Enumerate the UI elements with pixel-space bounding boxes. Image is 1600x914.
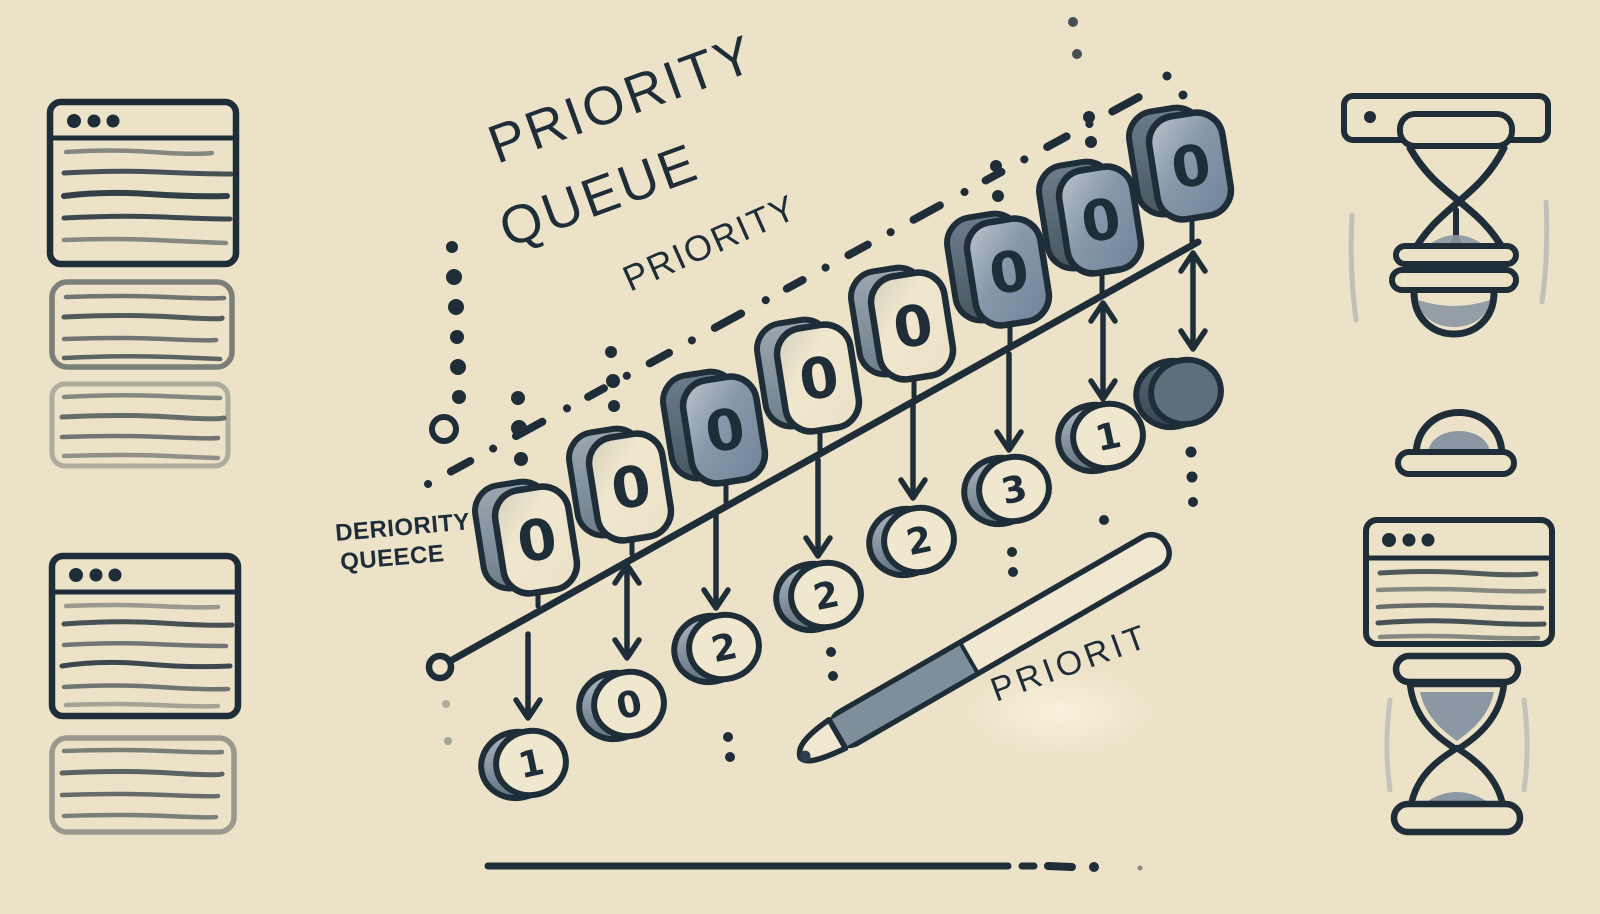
queue-side-label-line1: DERIORITY — [334, 508, 471, 547]
hourglass-bottom-cap — [1390, 800, 1524, 836]
window-text-lines — [59, 602, 235, 709]
dequeue-arrows — [513, 250, 1208, 721]
hourglass-collar-bar — [1389, 267, 1519, 293]
box-text-lines — [59, 392, 227, 461]
upper-node-circle — [429, 414, 459, 444]
sand-mound-bottom — [1418, 300, 1490, 327]
pencil — [796, 531, 1172, 764]
browser-window-icon-top-left — [46, 98, 240, 268]
dome-sand — [1428, 431, 1490, 452]
box-frame — [49, 381, 231, 469]
bottom-dashed-line — [484, 862, 1076, 871]
queue-baseline — [448, 238, 1202, 664]
hourglass-top-sand — [1420, 692, 1494, 741]
coin-3: 2 — [671, 611, 762, 686]
pencil-gray-band — [827, 644, 977, 749]
coin-5: 2 — [866, 504, 957, 579]
browser-window-icon-right — [1363, 517, 1555, 647]
queue-block-6: 0 — [944, 210, 1053, 329]
text-lines-box-icon-left-5 — [49, 735, 237, 835]
dome-base-bar — [1395, 449, 1517, 477]
sketch-side-line — [1384, 697, 1393, 793]
box-text-lines — [61, 293, 227, 362]
toolbar-inner-bar — [1397, 111, 1515, 149]
coin-6: 3 — [961, 453, 1052, 528]
arrow-down-6 — [994, 351, 1024, 453]
box-frame — [49, 735, 237, 835]
vertical-dotted-column — [446, 241, 466, 404]
toolbar-bar-icon — [1341, 93, 1551, 149]
window-frame — [48, 552, 242, 720]
box-text-lines — [59, 747, 225, 820]
text-lines-box-icon-left-3 — [49, 381, 231, 469]
baseline-trailing-dots — [442, 700, 452, 745]
window-frame — [1363, 517, 1555, 647]
arrow-down-5 — [898, 401, 928, 501]
pencil-tip-cap — [799, 750, 811, 762]
hourglass-collar-bar — [1393, 243, 1519, 267]
hourglass-top-cap — [1392, 652, 1522, 686]
box-frame — [49, 279, 235, 370]
hourglass-lower-bowl — [1410, 288, 1498, 338]
window-text-lines — [61, 148, 234, 246]
warped-hourglass-icon — [1348, 144, 1550, 338]
arrow-double-7 — [1088, 300, 1118, 402]
coin-4: 2 — [773, 559, 864, 634]
paper-highlight — [965, 667, 1155, 757]
queue-block-7: 0 — [1036, 158, 1145, 277]
baseline-start-circle — [425, 652, 455, 682]
page-title-line1: PRIORITY — [481, 23, 764, 175]
queue-block-4: 0 — [754, 316, 863, 435]
toolbar-dot-icon — [1364, 111, 1376, 123]
browser-window-icon-bottom-left — [48, 552, 242, 720]
hourglass-icon — [1384, 652, 1530, 836]
arrow-down-3 — [701, 511, 731, 611]
arrow-double-8 — [1178, 250, 1208, 352]
sketch-side-line — [1348, 212, 1359, 323]
arrow-down-4 — [803, 457, 833, 559]
text-lines-box-icon-left-2 — [49, 279, 235, 370]
coin-7: 1 — [1055, 400, 1146, 475]
window-controls-icon — [69, 568, 122, 582]
window-text-lines — [1375, 569, 1547, 641]
arrow-double-2 — [612, 562, 642, 661]
window-controls-icon — [1382, 533, 1435, 547]
hourglass-bottom-bowl — [1406, 744, 1508, 816]
queue-block-5: 0 — [848, 264, 957, 383]
coin-2: 0 — [576, 668, 667, 743]
coin-8-dark — [1133, 356, 1224, 431]
coin-trail-dots — [723, 446, 1198, 762]
queue-block-3: 0 — [660, 368, 769, 487]
sketch-side-line — [1539, 199, 1550, 305]
sketch-side-line — [1521, 697, 1530, 793]
window-controls-icon — [67, 114, 120, 128]
queue-block-2: 0 — [566, 425, 675, 544]
priority-dashed-line-end-dots — [1162, 71, 1188, 100]
coin-1: 1 — [478, 727, 569, 802]
window-frame — [46, 98, 240, 268]
sand-dome-icon — [1395, 409, 1517, 477]
pencil-band-edge — [959, 643, 979, 673]
queue-block-8: 0 — [1126, 104, 1235, 223]
queue-block-1: 0 — [472, 478, 581, 597]
arrow-down-1 — [513, 631, 543, 721]
hourglass-cross-stroke — [1406, 144, 1508, 262]
queue-side-label-line2: QUEECE — [339, 540, 445, 576]
bottom-line-dots — [1089, 862, 1143, 872]
priority-dashed-line — [424, 87, 1154, 488]
